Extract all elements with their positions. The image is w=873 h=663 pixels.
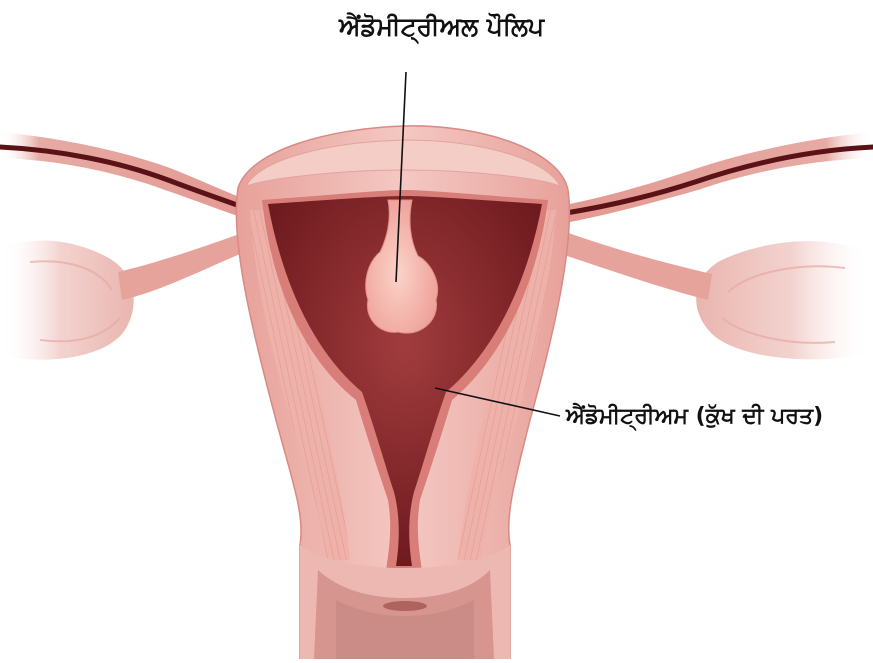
right-ligament	[555, 230, 712, 300]
polyp-label: ਐਂਡੋਮੀਟ੍ਰੀਅਲ ਪੌਲਿਪ	[0, 14, 873, 39]
right-fallopian-tube	[560, 132, 873, 224]
left-ligament	[118, 232, 250, 300]
cervical-os	[383, 601, 427, 611]
right-ovary	[696, 241, 873, 359]
left-fallopian-tube	[0, 132, 262, 224]
endometrium-label: ਐਂਡੋਮੀਟ੍ਰੀਅਮ (ਕੁੱਖ ਦੀ ਪਰਤ)	[566, 406, 823, 428]
left-ovary	[0, 240, 134, 359]
